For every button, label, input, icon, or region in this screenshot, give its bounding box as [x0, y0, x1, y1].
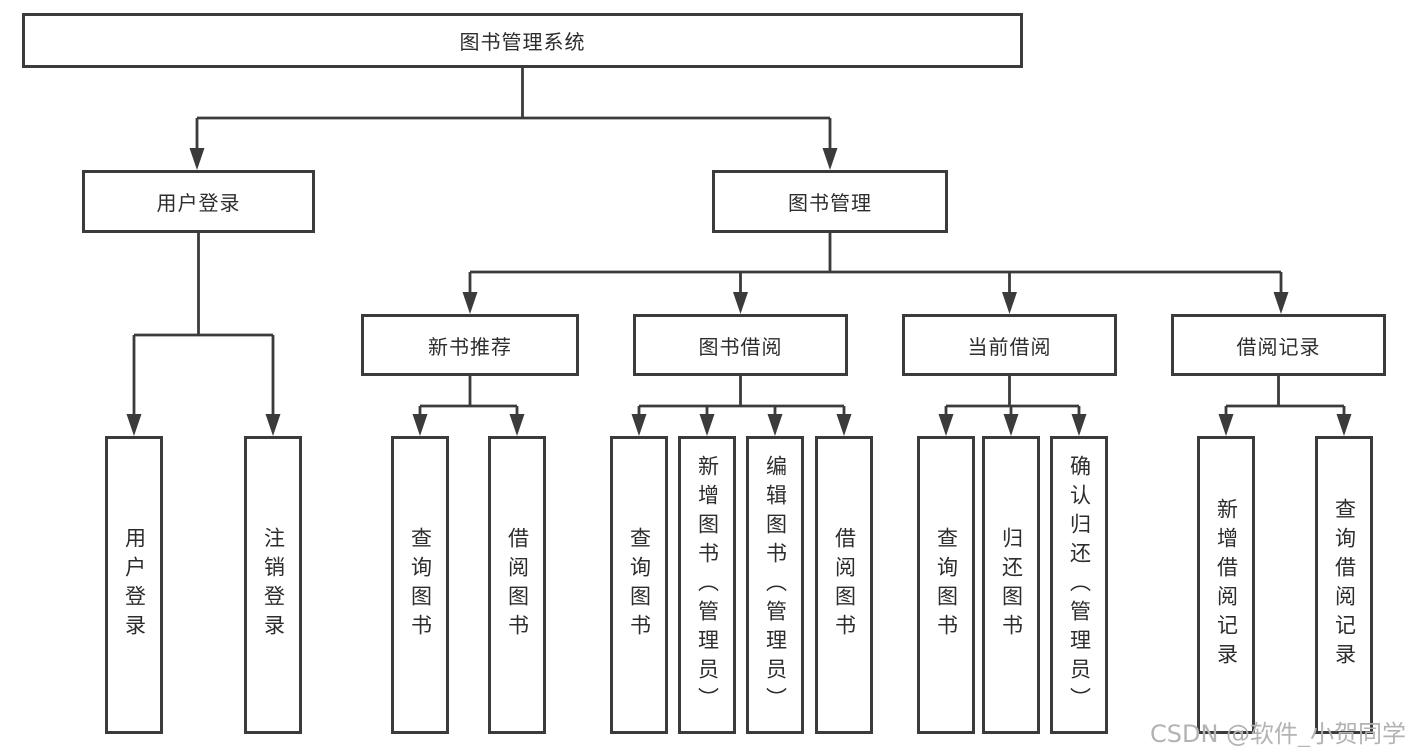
watermark-text: CSDN @软件_小贺同学 — [1150, 720, 1405, 747]
node-book-management: 图书管理 — [712, 170, 948, 233]
leaf-label: 查询图书 — [408, 527, 433, 643]
leaf-label: 查询借阅记录 — [1332, 498, 1357, 672]
leaf-query-borrow-record: 查询借阅记录 — [1315, 436, 1373, 734]
leaf-add-borrow-record: 新增借阅记录 — [1197, 436, 1255, 734]
leaf-label: 编辑图书（管理员） — [763, 454, 788, 716]
leaf-logout: 注销登录 — [244, 436, 302, 734]
leaf-label: 新增借阅记录 — [1214, 498, 1239, 672]
leaf-query-books-borrow: 查询图书 — [610, 436, 668, 734]
leaf-user-login: 用户登录 — [105, 436, 163, 734]
leaf-edit-books-admin: 编辑图书（管理员） — [746, 436, 804, 734]
leaf-label: 确认归还（管理员） — [1067, 454, 1092, 716]
node-label: 用户登录 — [156, 191, 241, 215]
leaf-query-books-recommend: 查询图书 — [391, 436, 449, 734]
node-book-borrow: 图书借阅 — [633, 314, 848, 376]
leaf-label: 归还图书 — [999, 527, 1024, 643]
leaf-label: 注销登录 — [261, 527, 286, 643]
leaf-borrow-books-recommend: 借阅图书 — [488, 436, 546, 734]
node-user-login: 用户登录 — [82, 170, 315, 233]
leaf-query-books-current: 查询图书 — [917, 436, 975, 734]
node-label: 当前借阅 — [967, 334, 1052, 359]
leaf-label: 新增图书（管理员） — [695, 454, 720, 716]
leaf-label: 借阅图书 — [505, 527, 530, 643]
leaf-confirm-return-admin: 确认归还（管理员） — [1050, 436, 1108, 734]
node-library-management-system: 图书管理系统 — [22, 13, 1023, 68]
node-borrow-records: 借阅记录 — [1171, 314, 1386, 376]
node-label: 图书管理系统 — [459, 30, 586, 54]
node-label: 新书推荐 — [428, 334, 512, 359]
leaf-borrow-books: 借阅图书 — [815, 436, 873, 734]
node-new-book-recommend: 新书推荐 — [361, 314, 579, 376]
leaf-add-books-admin: 新增图书（管理员） — [678, 436, 736, 734]
node-current-borrow: 当前借阅 — [902, 314, 1117, 376]
node-label: 借阅记录 — [1236, 334, 1321, 359]
leaf-return-books: 归还图书 — [982, 436, 1040, 734]
node-label: 图书借阅 — [698, 334, 783, 359]
leaf-label: 用户登录 — [122, 527, 147, 643]
node-label: 图书管理 — [788, 191, 872, 215]
leaf-label: 借阅图书 — [832, 527, 857, 643]
leaf-label: 查询图书 — [627, 527, 652, 643]
leaf-label: 查询图书 — [934, 527, 959, 643]
